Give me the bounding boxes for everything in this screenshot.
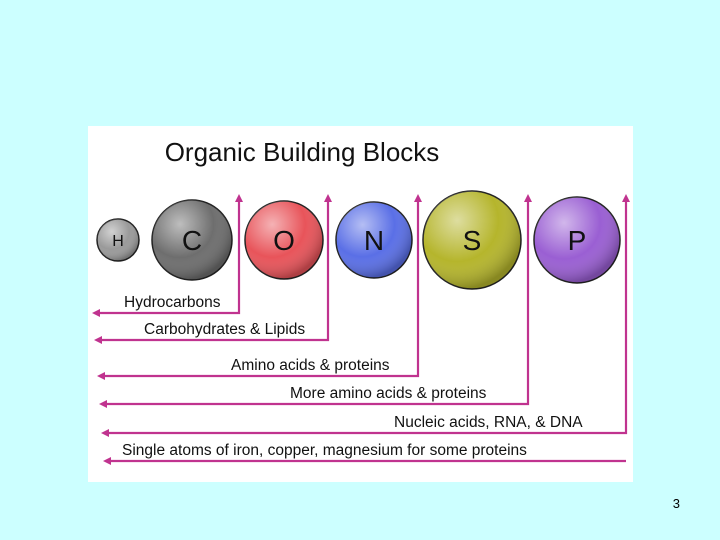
category-label: Carbohydrates & Lipids <box>144 321 305 338</box>
diagram-title: Organic Building Blocks <box>165 137 440 167</box>
arrow-line <box>101 194 630 437</box>
atom-s: S <box>422 190 522 290</box>
atom-symbol: O <box>273 225 295 256</box>
category-arrow: Single atoms of iron, copper, magnesium … <box>103 442 626 465</box>
category-label: Amino acids & proteins <box>231 357 390 374</box>
diagram-panel: Organic Building Blocks H C O N S P Hydrocarb… <box>88 126 633 482</box>
atom-symbol: C <box>182 225 202 256</box>
page-number: 3 <box>672 496 680 511</box>
atom-n: N <box>335 201 413 279</box>
atom-symbol: N <box>364 225 384 256</box>
category-label: Nucleic acids, RNA, & DNA <box>394 414 583 431</box>
atom-symbol: H <box>112 233 124 250</box>
category-label: Hydrocarbons <box>124 294 221 311</box>
atom-h: H <box>96 218 140 262</box>
category-label: Single atoms of iron, copper, magnesium … <box>122 442 527 459</box>
atom-symbol: P <box>568 225 587 256</box>
category-label: More amino acids & proteins <box>290 385 487 402</box>
category-arrow: Nucleic acids, RNA, & DNA <box>101 194 630 437</box>
atom-symbol: S <box>463 225 482 256</box>
atom-c: C <box>151 199 233 281</box>
building-blocks-diagram: Organic Building Blocks H C O N S P Hydrocarb… <box>92 137 630 465</box>
atom-o: O <box>244 200 324 280</box>
atom-p: P <box>533 196 621 284</box>
